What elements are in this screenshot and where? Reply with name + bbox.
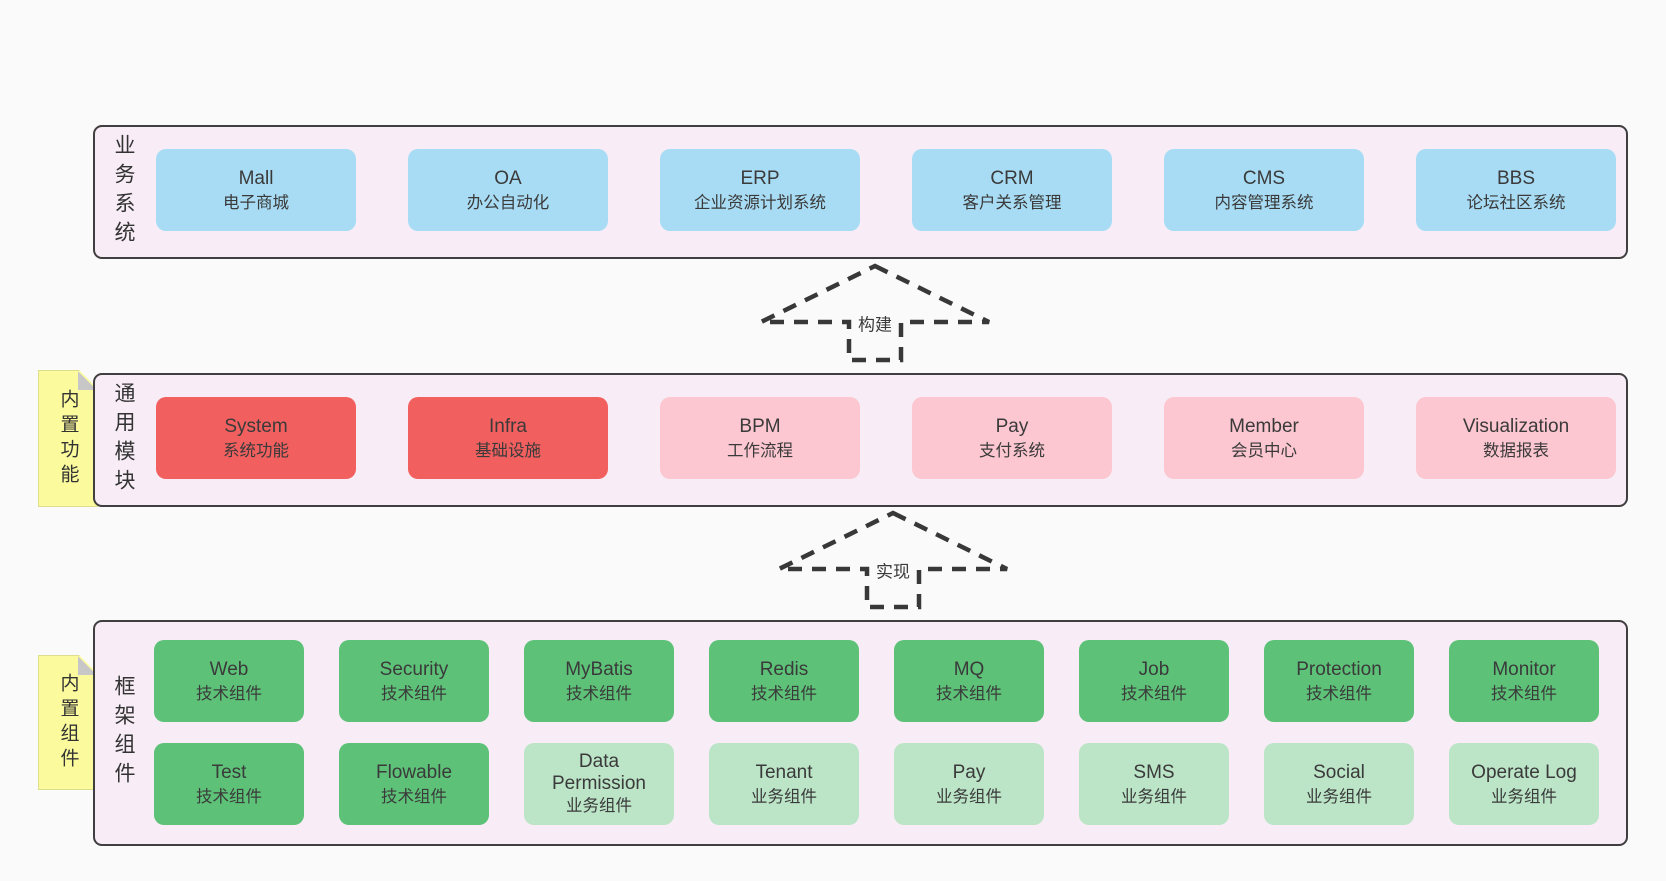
box-test: Test 技术组件 bbox=[154, 743, 304, 825]
box-oa: OA 办公自动化 bbox=[408, 149, 608, 231]
box-title: Test bbox=[211, 761, 247, 783]
box-subtitle: 技术组件 bbox=[1491, 684, 1557, 703]
box-title: Security bbox=[379, 658, 449, 680]
box-subtitle: 技术组件 bbox=[1121, 684, 1187, 703]
box-title: Web bbox=[209, 658, 249, 680]
box-title: Member bbox=[1229, 415, 1299, 437]
box-monitor: Monitor 技术组件 bbox=[1449, 640, 1599, 722]
box-subtitle: 业务组件 bbox=[751, 787, 817, 806]
box-title: Visualization bbox=[1462, 415, 1570, 437]
box-subtitle: 内容管理系统 bbox=[1214, 193, 1314, 212]
common-layer-label: 通用模块 bbox=[112, 382, 135, 498]
box-mybatis: MyBatis 技术组件 bbox=[524, 640, 674, 722]
box-title: ERP bbox=[740, 167, 780, 189]
box-redis: Redis 技术组件 bbox=[709, 640, 859, 722]
box-title: OA bbox=[494, 167, 522, 189]
box-subtitle: 业务组件 bbox=[1121, 787, 1187, 806]
box-title: Flowable bbox=[375, 761, 453, 783]
box-operate-log: Operate Log 业务组件 bbox=[1449, 743, 1599, 825]
box-subtitle: 系统功能 bbox=[223, 441, 289, 460]
box-subtitle: 技术组件 bbox=[566, 684, 632, 703]
box-tenant: Tenant 业务组件 bbox=[709, 743, 859, 825]
box-title: Tenant bbox=[755, 761, 813, 783]
build-arrow-label: 构建 bbox=[853, 307, 897, 339]
common-layer: 通用模块 System 系统功能 Infra 基础设施 BPM 工作流程 Pay… bbox=[93, 373, 1628, 507]
box-data-permission: Data Permission 业务组件 bbox=[524, 743, 674, 825]
box-title: System bbox=[224, 415, 288, 437]
box-subtitle: 支付系统 bbox=[979, 441, 1045, 460]
box-member: Member 会员中心 bbox=[1164, 397, 1364, 479]
sticky-note-builtin-components: 内置组件 bbox=[38, 655, 98, 790]
implement-arrow-label: 实现 bbox=[871, 554, 915, 586]
box-title: Operate Log bbox=[1471, 761, 1577, 783]
box-subtitle: 企业资源计划系统 bbox=[694, 193, 826, 212]
box-title: CRM bbox=[990, 167, 1034, 189]
box-social: Social 业务组件 bbox=[1264, 743, 1414, 825]
box-subtitle: 技术组件 bbox=[196, 787, 262, 806]
box-title: Protection bbox=[1296, 658, 1382, 680]
box-sms: SMS 业务组件 bbox=[1079, 743, 1229, 825]
box-title: CMS bbox=[1242, 167, 1286, 189]
box-erp: ERP 企业资源计划系统 bbox=[660, 149, 860, 231]
box-bpm: BPM 工作流程 bbox=[660, 397, 860, 479]
business-layer-label: 业务系统 bbox=[112, 134, 135, 250]
box-flowable: Flowable 技术组件 bbox=[339, 743, 489, 825]
box-pay-component: Pay 业务组件 bbox=[894, 743, 1044, 825]
box-subtitle: 业务组件 bbox=[1306, 787, 1372, 806]
box-subtitle: 技术组件 bbox=[381, 787, 447, 806]
box-subtitle: 业务组件 bbox=[1491, 787, 1557, 806]
box-mall: Mall 电子商城 bbox=[156, 149, 356, 231]
box-title: Data Permission bbox=[552, 751, 646, 794]
box-security: Security 技术组件 bbox=[339, 640, 489, 722]
note-text: 内置组件 bbox=[57, 672, 79, 773]
box-subtitle: 电子商城 bbox=[223, 193, 289, 212]
box-title: MQ bbox=[953, 658, 985, 680]
box-subtitle: 技术组件 bbox=[381, 684, 447, 703]
box-title: Social bbox=[1313, 761, 1365, 783]
box-bbs: BBS 论坛社区系统 bbox=[1416, 149, 1616, 231]
box-pay-module: Pay 支付系统 bbox=[912, 397, 1112, 479]
box-subtitle: 客户关系管理 bbox=[962, 193, 1062, 212]
box-subtitle: 技术组件 bbox=[1306, 684, 1372, 703]
box-subtitle: 技术组件 bbox=[196, 684, 262, 703]
box-title: Job bbox=[1138, 658, 1170, 680]
build-arrow-up-icon bbox=[760, 263, 990, 363]
box-web: Web 技术组件 bbox=[154, 640, 304, 722]
framework-layer: 框架组件 Web 技术组件 Security 技术组件 MyBatis 技术组件… bbox=[93, 620, 1628, 846]
box-cms: CMS 内容管理系统 bbox=[1164, 149, 1364, 231]
box-title: SMS bbox=[1133, 761, 1175, 783]
box-crm: CRM 客户关系管理 bbox=[912, 149, 1112, 231]
box-subtitle: 论坛社区系统 bbox=[1466, 193, 1566, 212]
box-mq: MQ 技术组件 bbox=[894, 640, 1044, 722]
box-subtitle: 数据报表 bbox=[1483, 441, 1549, 460]
box-job: Job 技术组件 bbox=[1079, 640, 1229, 722]
box-subtitle: 业务组件 bbox=[936, 787, 1002, 806]
box-subtitle: 基础设施 bbox=[475, 441, 541, 460]
box-subtitle: 工作流程 bbox=[727, 441, 793, 460]
box-title: BPM bbox=[739, 415, 781, 437]
note-text: 内置功能 bbox=[57, 388, 79, 489]
box-subtitle: 办公自动化 bbox=[466, 193, 550, 212]
box-system: System 系统功能 bbox=[156, 397, 356, 479]
box-title: Pay bbox=[995, 415, 1029, 437]
framework-layer-label: 框架组件 bbox=[112, 675, 135, 791]
box-title: Redis bbox=[759, 658, 809, 680]
box-infra: Infra 基础设施 bbox=[408, 397, 608, 479]
box-title: Monitor bbox=[1492, 658, 1556, 680]
implement-arrow-up-icon bbox=[778, 510, 1008, 610]
box-subtitle: 技术组件 bbox=[751, 684, 817, 703]
business-layer: 业务系统 Mall 电子商城 OA 办公自动化 ERP 企业资源计划系统 CRM… bbox=[93, 125, 1628, 259]
box-title: MyBatis bbox=[565, 658, 633, 680]
box-title: Mall bbox=[238, 167, 274, 189]
box-visualization: Visualization 数据报表 bbox=[1416, 397, 1616, 479]
box-title: Pay bbox=[952, 761, 986, 783]
box-subtitle: 业务组件 bbox=[566, 797, 632, 815]
box-protection: Protection 技术组件 bbox=[1264, 640, 1414, 722]
box-subtitle: 技术组件 bbox=[936, 684, 1002, 703]
sticky-note-builtin-features: 内置功能 bbox=[38, 370, 98, 507]
box-title: BBS bbox=[1496, 167, 1536, 189]
box-subtitle: 会员中心 bbox=[1231, 441, 1297, 460]
box-title: Infra bbox=[488, 415, 528, 437]
